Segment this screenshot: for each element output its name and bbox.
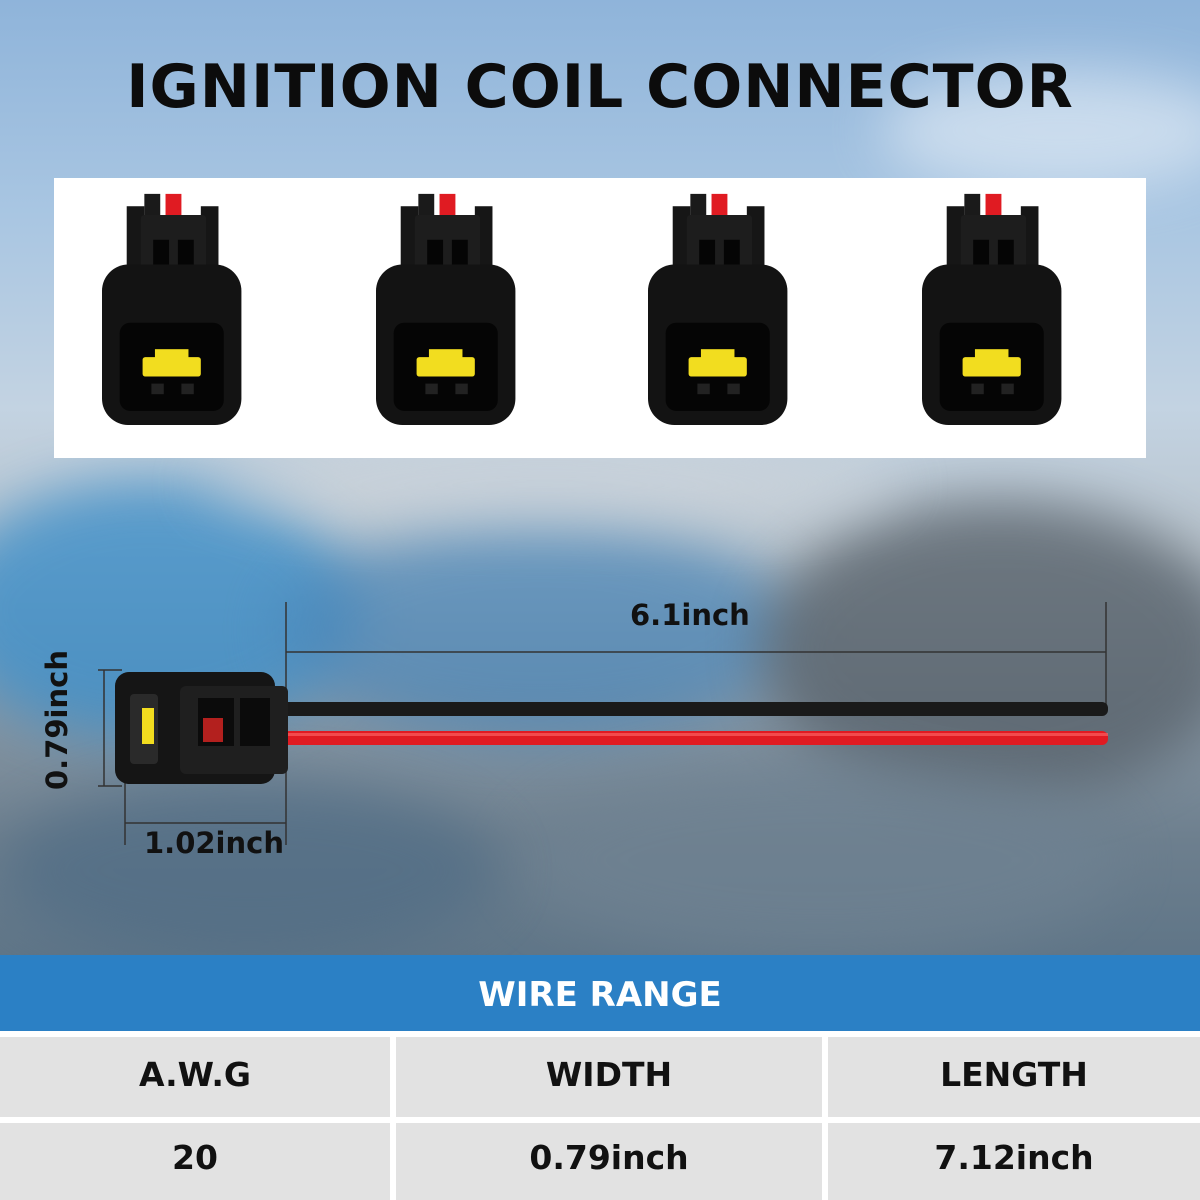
background-blur: [0, 780, 500, 960]
background-blur: [520, 760, 1120, 960]
table-row: [0, 1123, 1200, 1200]
cell-width-value: 0.79inch: [529, 1138, 689, 1177]
background-blur: [880, 70, 1200, 190]
page-title: IGNITION COIL CONNECTOR: [126, 52, 1074, 122]
height-dimension-label: 0.79inch: [40, 650, 74, 790]
black-wire: [270, 702, 1108, 716]
connector-front-view: [102, 193, 242, 426]
length-dimension-label: 6.1inch: [630, 598, 750, 632]
column-header-length: LENGTH: [940, 1055, 1088, 1094]
cell-length-value: 7.12inch: [934, 1138, 1094, 1177]
cell-awg-value: 20: [172, 1138, 218, 1177]
connector-front-view: [376, 193, 516, 426]
connector-front-view: [922, 193, 1062, 426]
table-header-banner: WIRE RANGE: [0, 955, 1200, 1031]
column-header-width: WIDTH: [545, 1055, 673, 1094]
column-header-awg: A.W.G: [138, 1055, 252, 1094]
connector-side-view: [115, 672, 288, 784]
background-blur: [760, 500, 1200, 800]
width-dimension-label: 1.02inch: [144, 826, 284, 860]
dimension-diagram: [98, 602, 1108, 845]
spec-table: WIRE RANGE A.W.G WIDTH LENGTH 20 0.79inc…: [0, 955, 1200, 1200]
background-blur: [200, 450, 900, 520]
connector-photo-panel: [54, 178, 1146, 458]
connector-front-view: [648, 193, 788, 426]
table-header-row: [0, 1037, 1200, 1117]
